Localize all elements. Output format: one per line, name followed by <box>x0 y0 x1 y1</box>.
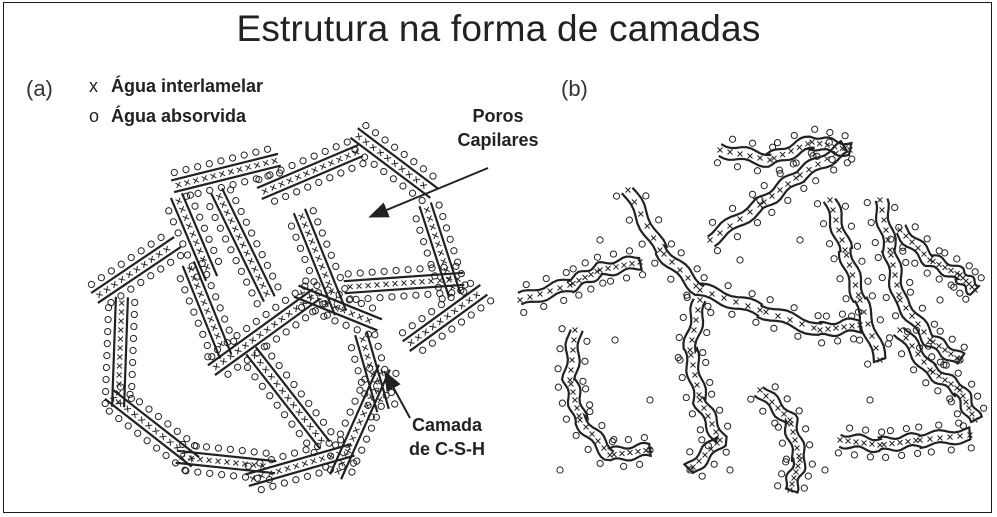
adsorbed-water-circle <box>796 236 804 244</box>
legend-adsorbed-label: Água absorvida <box>111 106 247 126</box>
legend-adsorbed-water: o Água absorvida <box>89 106 246 127</box>
annotation-layer-line2: de C-S-H <box>409 439 485 459</box>
layer-arrow <box>384 370 411 419</box>
adsorbed-water-circle <box>726 466 734 474</box>
csh-layer-stack <box>255 138 367 205</box>
csh-layer-stack <box>204 282 329 378</box>
figure-frame <box>3 2 992 513</box>
pores-arrow <box>368 167 489 218</box>
adsorbed-water-circle <box>596 236 604 244</box>
annotation-layer-line1: Camada <box>411 415 483 435</box>
csh-layer-stack <box>287 207 353 319</box>
csh-layer-stack <box>343 262 468 303</box>
figure-title: Estrutura na forma de camadas <box>236 8 761 49</box>
adsorbed-water-circle <box>756 196 764 204</box>
csh-layer-stack <box>101 296 139 408</box>
csh-layer-stack <box>176 259 238 361</box>
csh-wavy-layer <box>612 186 863 347</box>
csh-wavy-layer <box>886 326 988 430</box>
adsorbed-water-circle <box>936 296 944 304</box>
csh-wavy-layer <box>747 383 816 494</box>
adsorbed-water-circle <box>556 466 564 474</box>
csh-layer-stack <box>243 343 335 457</box>
csh-wavy-layer <box>707 138 856 255</box>
csh-wavy-layer <box>887 223 985 303</box>
csh-wavy-layer <box>863 197 968 369</box>
adsorbed-water-circle <box>736 256 744 264</box>
csh-wavy-layer <box>813 197 892 368</box>
adsorbed-water-circle <box>611 336 619 344</box>
csh-layer-stack <box>165 191 223 282</box>
csh-wavy-layer <box>713 125 853 175</box>
panel-a-label: (a) <box>26 76 53 101</box>
cross-icon: x <box>89 76 98 96</box>
csh-layer-stack <box>175 440 277 484</box>
csh-layer-stack <box>349 121 439 205</box>
annotation-csh-layer: Camada de C-S-H <box>392 413 502 461</box>
csh-layer-stack <box>206 186 282 308</box>
csh-layer-stack <box>293 277 383 338</box>
adsorbed-water-circle <box>866 396 874 404</box>
csh-wavy-layer <box>554 325 654 470</box>
csh-layer-stack <box>104 383 200 474</box>
circle-icon: o <box>89 106 100 126</box>
adsorbed-water-circle <box>821 466 829 474</box>
legend-interlayer-water: x Água interlamelar <box>89 76 263 97</box>
csh-wavy-layer <box>517 247 647 317</box>
legend-interlayer-label: Água interlamelar <box>111 76 264 96</box>
csh-wavy-layer <box>834 419 975 461</box>
csh-layer-stack <box>87 233 185 307</box>
adsorbed-water-circle <box>676 356 684 364</box>
csh-layer-stack <box>170 145 284 200</box>
panel-a-ordered-layers <box>87 121 495 494</box>
csh-layer-stack <box>398 279 495 354</box>
panel-b-label: (b) <box>561 76 588 101</box>
annotation-pores-line2: Capilares <box>457 130 539 150</box>
annotation-pores-line1: Poros <box>472 106 524 126</box>
adsorbed-water-circle <box>646 396 654 404</box>
csh-wavy-layer <box>674 293 732 480</box>
csh-layer-stack <box>244 436 358 494</box>
annotation-capillary-pores: Poros Capilares <box>438 104 558 152</box>
panel-b-disordered-layers <box>517 125 988 494</box>
